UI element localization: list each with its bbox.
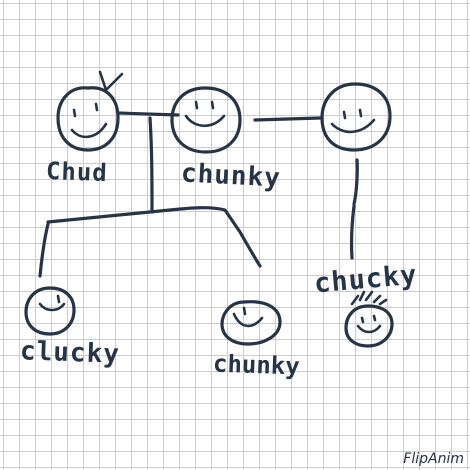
face-clucky bbox=[24, 286, 76, 336]
face-chud bbox=[56, 70, 124, 152]
descent-line-right bbox=[350, 158, 359, 260]
marriage-line-left bbox=[116, 111, 180, 117]
label-chunky-top: chunky bbox=[180, 158, 282, 194]
descent-line-main bbox=[148, 116, 154, 214]
face-chucky-right bbox=[320, 82, 392, 152]
face-baby bbox=[344, 290, 394, 348]
face-chunky-top bbox=[170, 86, 242, 154]
face-chunky-bottom bbox=[220, 300, 282, 346]
label-chud: Chud bbox=[45, 156, 109, 188]
flipanim-watermark: FlipAnim bbox=[403, 451, 464, 467]
sibling-line bbox=[46, 206, 262, 268]
label-clucky: clucky bbox=[19, 336, 121, 370]
branch-line-clucky bbox=[38, 222, 50, 278]
label-chunky-bottom: chunky bbox=[212, 349, 301, 381]
marriage-line-right bbox=[253, 116, 322, 122]
